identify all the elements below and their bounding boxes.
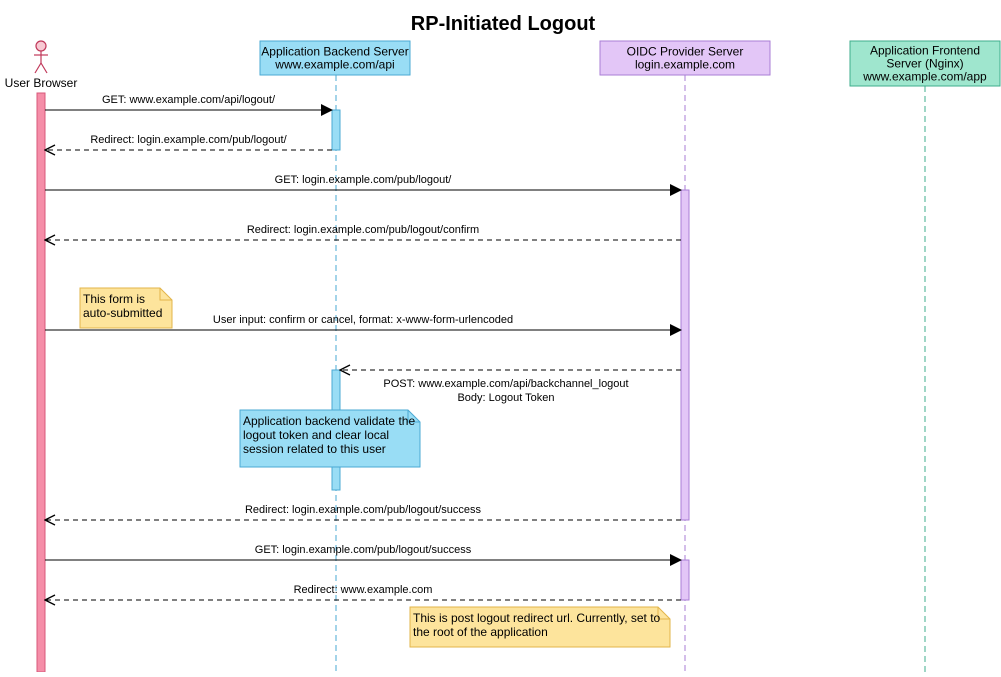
note-text: the root of the application: [413, 625, 548, 639]
actor-label: User Browser: [5, 76, 78, 90]
message-label: Redirect: login.example.com/pub/logout/c…: [247, 224, 479, 236]
message-label: GET: login.example.com/pub/logout/: [275, 174, 453, 186]
actor-label: OIDC Provider Server: [627, 45, 744, 59]
message-arrow: GET: www.example.com/api/logout/: [45, 94, 333, 116]
actor-box: [259, 40, 411, 76]
note-text: This is post logout redirect url. Curren…: [413, 611, 661, 625]
message-arrow: User input: confirm or cancel, format: x…: [45, 314, 682, 336]
note-text: session related to this user: [243, 442, 386, 456]
message-label: User input: confirm or cancel, format: x…: [213, 314, 513, 326]
message-arrow: GET: login.example.com/pub/logout/: [45, 174, 682, 196]
message-arrow: Redirect: login.example.com/pub/logout/: [45, 134, 332, 150]
actor-label: www.example.com/api: [274, 58, 394, 72]
actor-label: login.example.com: [635, 58, 735, 72]
actor-box: [849, 40, 1001, 87]
actor-label: www.example.com/app: [862, 70, 987, 84]
note-text: Application backend validate the: [243, 414, 415, 428]
actor-backend: Application Backend Serverwww.example.co…: [259, 40, 411, 76]
message-label: Redirect: login.example.com/pub/logout/s…: [245, 504, 482, 516]
actor-label: Application Frontend: [870, 44, 980, 58]
person-icon: [34, 40, 48, 74]
message-label: Body: Logout Token: [457, 392, 554, 404]
note-text: logout token and clear local: [243, 428, 389, 442]
message-arrow: Redirect: login.example.com/pub/logout/s…: [45, 504, 681, 520]
message-label: Redirect: www.example.com: [294, 584, 433, 596]
actor-browser: User Browser: [5, 40, 78, 90]
note-post-logout: This is post logout redirect url. Curren…: [409, 606, 671, 648]
actor-box: [599, 40, 771, 76]
message-label: GET: login.example.com/pub/logout/succes…: [255, 544, 472, 556]
backend-activation-bar: [331, 109, 341, 151]
note-text: This form is: [83, 292, 145, 306]
actor-label: Application Backend Server: [261, 45, 408, 59]
diagram-title: RP-Initiated Logout: [411, 13, 596, 35]
oidc-activation-bar: [680, 559, 690, 601]
message-arrow: GET: login.example.com/pub/logout/succes…: [45, 544, 682, 566]
oidc-activation-bar: [680, 189, 690, 521]
message-arrow: Redirect: login.example.com/pub/logout/c…: [45, 224, 681, 240]
message-label: GET: www.example.com/api/logout/: [102, 94, 276, 106]
message-arrow: POST: www.example.com/api/backchannel_lo…: [340, 370, 681, 404]
browser-activation-bar: [36, 92, 46, 673]
actor-label: Server (Nginx): [886, 57, 963, 71]
message-label: POST: www.example.com/api/backchannel_lo…: [383, 378, 628, 390]
message-arrow: Redirect: www.example.com: [45, 584, 681, 600]
message-label: Redirect: login.example.com/pub/logout/: [90, 134, 287, 146]
note-text: auto-submitted: [83, 306, 162, 320]
